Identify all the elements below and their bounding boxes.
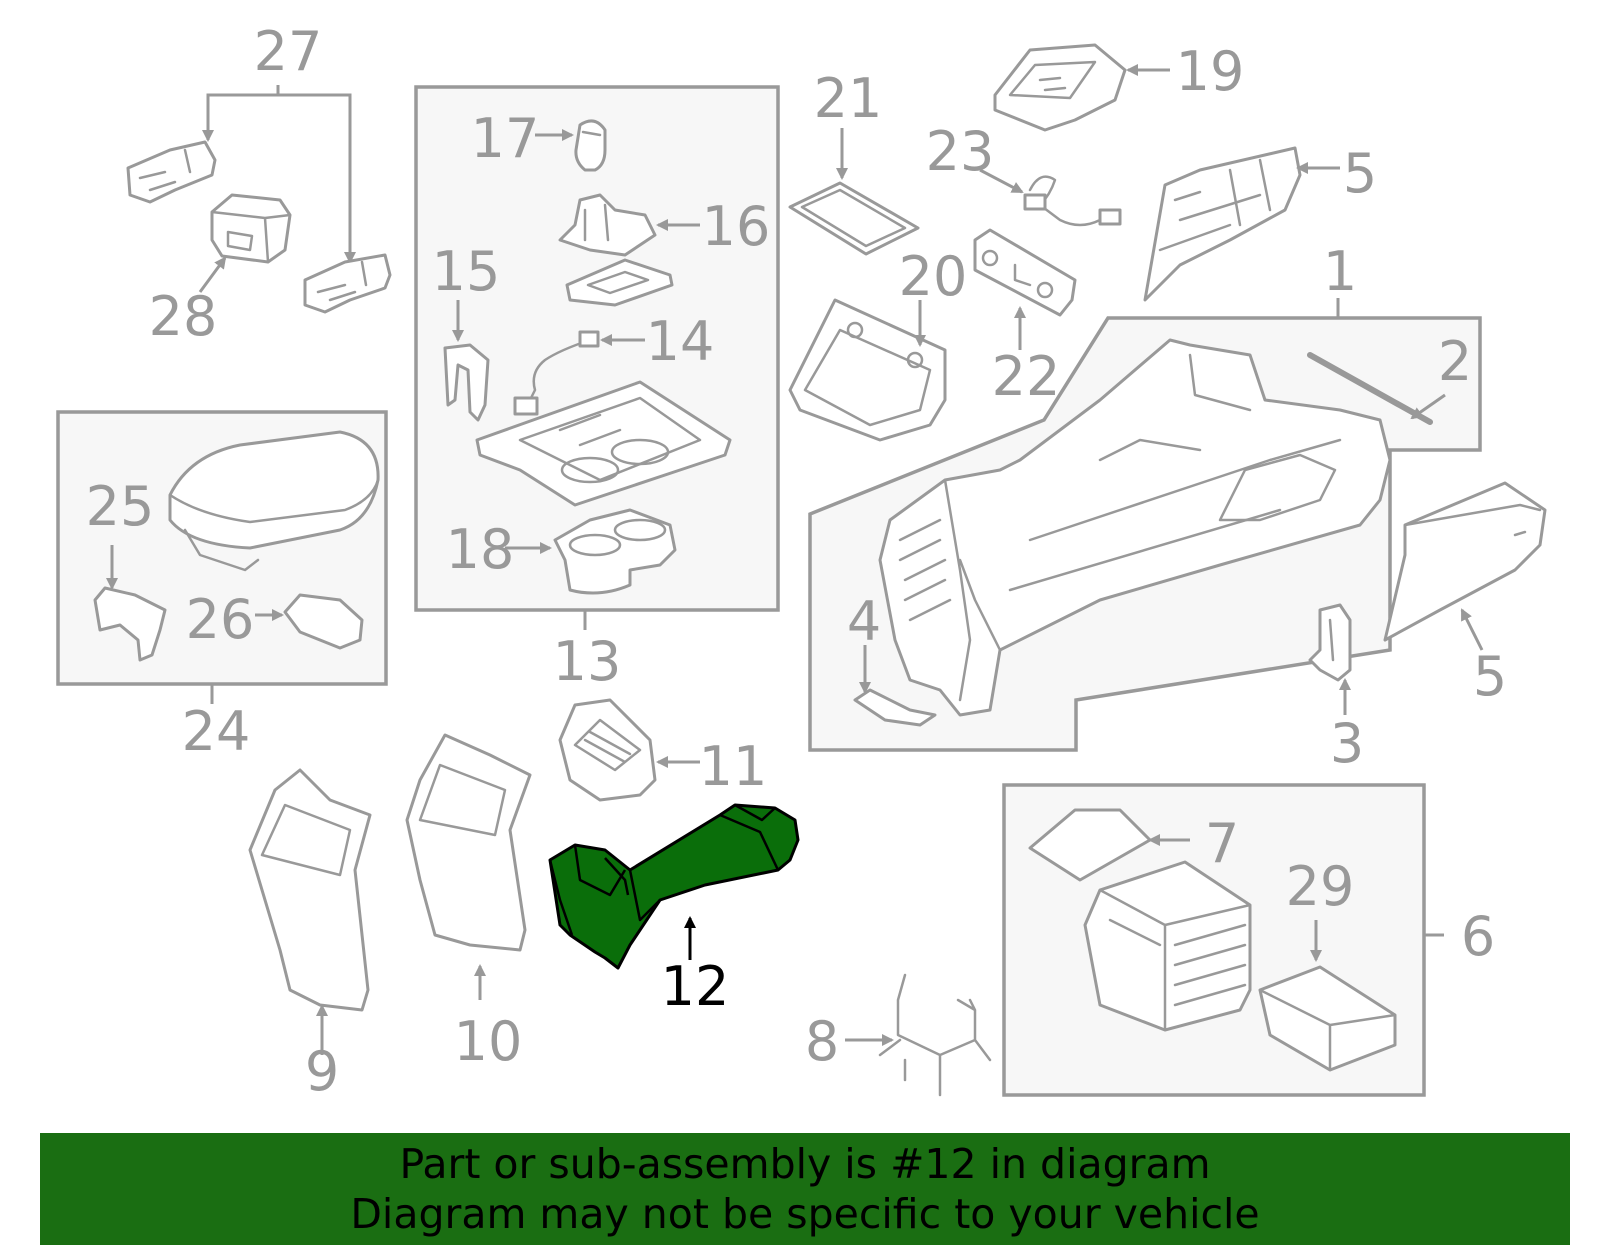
callout-4: 4 (847, 590, 881, 653)
part-21-mat (788, 128, 920, 256)
callout-5-lower: 5 (1473, 645, 1507, 708)
callout-5-upper: 5 (1343, 142, 1377, 205)
part-26-latch (255, 593, 364, 650)
callout-20: 20 (899, 245, 968, 308)
part-1-console (878, 338, 1392, 717)
callout-27: 27 (254, 20, 323, 83)
part-17-shift-knob (535, 119, 607, 172)
part-shift-bezel (565, 258, 674, 307)
part-16-shift-boot (558, 193, 700, 257)
part-23-wire (979, 168, 1122, 227)
part-storage-bin (1083, 860, 1252, 1032)
part-14-wiring (513, 330, 645, 416)
callout-9: 9 (305, 1040, 339, 1103)
part-27-power-sockets (126, 85, 392, 314)
callout-15: 15 (432, 240, 501, 303)
callout-18: 18 (446, 518, 515, 581)
part-5-side-panel-lower (1383, 481, 1547, 651)
part-28-switch (198, 193, 292, 293)
callout-24: 24 (182, 700, 251, 763)
part-7-pad (1028, 808, 1190, 882)
callout-29: 29 (1286, 855, 1355, 918)
callout-21: 21 (814, 67, 883, 130)
callout-25: 25 (86, 475, 155, 538)
part-console-tray (475, 380, 732, 507)
part-9-rear-trim (248, 768, 372, 1055)
callout-19: 19 (1176, 40, 1245, 103)
part-2-strip (1307, 352, 1446, 425)
callout-17: 17 (471, 107, 540, 170)
part-10-rear-cover (405, 733, 532, 1000)
callout-14: 14 (646, 310, 715, 373)
banner-line-1: Part or sub-assembly is #12 in diagram (399, 1140, 1211, 1188)
callout-7: 7 (1205, 812, 1239, 875)
callout-11: 11 (699, 735, 768, 798)
part-3-clip (1308, 603, 1352, 715)
callout-8: 8 (805, 1010, 839, 1073)
callout-22: 22 (992, 345, 1061, 408)
callout-28: 28 (149, 285, 218, 348)
part-5-side-panel-upper (1143, 146, 1340, 302)
part-20-tray (788, 298, 947, 442)
banner-line-2: Diagram may not be specific to your vehi… (350, 1190, 1260, 1238)
part-19-switch-panel (993, 43, 1170, 132)
part-25-armrest (168, 430, 380, 572)
callout-26: 26 (186, 588, 255, 651)
callout-3: 3 (1330, 712, 1364, 775)
info-banner: Part or sub-assembly is #12 in diagram D… (40, 1133, 1570, 1245)
callout-10: 10 (454, 1010, 523, 1073)
callout-1: 1 (1323, 240, 1357, 303)
part-8-bracket (845, 973, 992, 1097)
callout-13: 13 (553, 630, 622, 693)
part-29-tray (1258, 920, 1397, 1072)
part-22-bracket (973, 228, 1077, 350)
part-15-clip (443, 300, 490, 422)
part-18-cup-holder (505, 508, 677, 595)
part-11-rear-vent (558, 698, 700, 802)
callout-12: 12 (661, 955, 730, 1018)
callout-2: 2 (1438, 330, 1472, 393)
part-4-bracket (853, 645, 937, 727)
part-25-hinge (93, 545, 167, 662)
callout-23: 23 (926, 120, 995, 183)
part-12-rear-air-duct (548, 803, 800, 970)
callout-6: 6 (1461, 905, 1495, 968)
callout-16: 16 (702, 195, 771, 258)
